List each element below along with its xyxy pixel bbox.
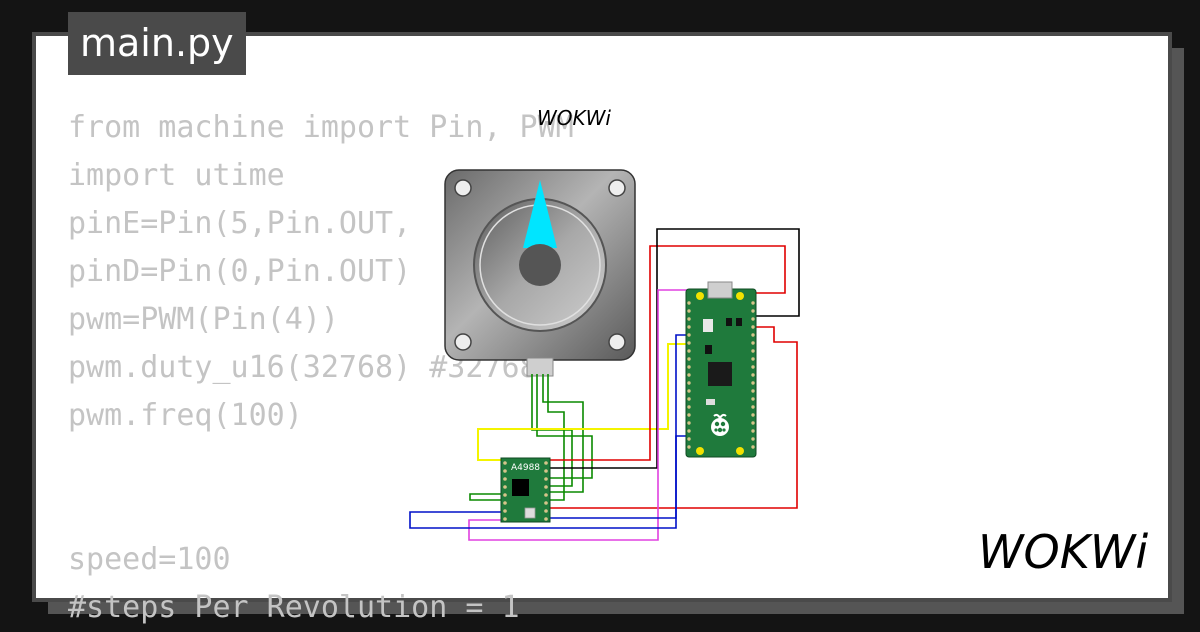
stepper-motor[interactable]: [444, 169, 636, 377]
code-line: pwm.freq(100): [68, 398, 303, 433]
wire-yellow: [477, 343, 690, 461]
screw-hole: [608, 333, 626, 351]
code-line: pinE=Pin(5,Pin.OUT,: [68, 206, 412, 241]
mount-hole: [736, 292, 744, 300]
wire-red: [548, 326, 798, 509]
screw-hole: [454, 333, 472, 351]
mount-hole: [696, 447, 704, 455]
screw-hole: [608, 179, 626, 197]
motor-shaft: [519, 244, 561, 286]
rp2040-chip: [708, 362, 732, 386]
code-line: speed=100: [68, 542, 231, 577]
code-line: from machine import Pin, PWM: [68, 110, 574, 145]
wire-magenta: [468, 289, 690, 541]
code-line: import utime: [68, 158, 285, 193]
raspberry-logo-icon: [711, 413, 729, 436]
wokwi-small-logo: WOKWi: [537, 106, 611, 130]
wire-green: [469, 374, 565, 501]
code-line: pwm.duty_u16(32768) #32768: [68, 350, 538, 385]
driver-potentiometer: [524, 507, 536, 519]
raspberry-pi-pico[interactable]: [685, 281, 757, 458]
motor-connector: [526, 357, 554, 377]
bootsel-button: [703, 319, 713, 332]
screw-hole: [454, 179, 472, 197]
a4988-driver[interactable]: A4988: [500, 457, 551, 523]
mount-hole: [696, 292, 704, 300]
wire-red: [548, 245, 786, 461]
wire-blue: [409, 334, 690, 529]
wire-blue: [548, 435, 690, 519]
wire-green: [536, 374, 593, 479]
usb-connector: [707, 281, 733, 299]
code-line: pinD=Pin(0,Pin.OUT): [68, 254, 412, 289]
wire-green: [542, 374, 584, 493]
file-name-tab[interactable]: main.py: [68, 12, 246, 75]
mount-hole: [736, 447, 744, 455]
code-line: #steps Per Revolution = 1: [68, 590, 520, 625]
motor-needle: [523, 180, 557, 248]
wires: [409, 228, 800, 541]
code-listing: from machine import Pin, PWM import utim…: [68, 104, 574, 632]
driver-chip: [512, 479, 529, 496]
code-line: pwm=PWM(Pin(4)): [68, 302, 339, 337]
wokwi-logo: WOKWi: [978, 525, 1148, 579]
driver-label: A4988: [511, 463, 540, 473]
wire-black: [548, 228, 800, 469]
